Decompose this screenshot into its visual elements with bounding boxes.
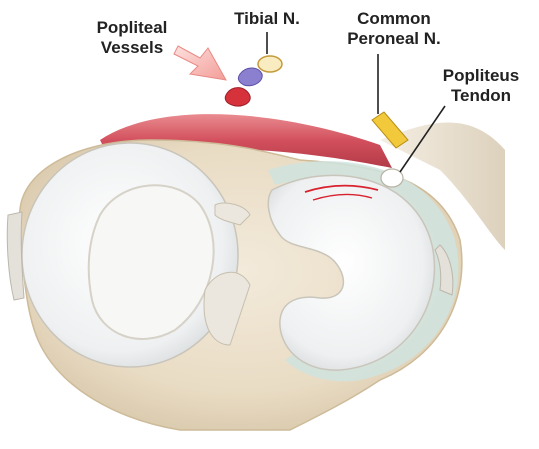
popliteus-tendon-label: Popliteus Tendon bbox=[430, 66, 532, 106]
tibial-nerve bbox=[257, 55, 283, 73]
common-peroneal-nerve bbox=[371, 111, 409, 149]
medial-meniscus bbox=[87, 184, 215, 340]
meniscus-tear-secondary bbox=[312, 193, 373, 201]
medial-ligament bbox=[6, 211, 25, 301]
popliteal-vessels-label-line1: Popliteal bbox=[96, 18, 168, 37]
popliteal-vein bbox=[237, 67, 263, 87]
popliteus-tendon-label-line2: Tendon bbox=[450, 86, 512, 105]
lateral-ligament bbox=[434, 244, 454, 296]
common-peroneal-nerve-label-line2: Peroneal N. bbox=[347, 29, 441, 48]
popliteal-vessels-label-line2: Vessels bbox=[100, 38, 164, 57]
popliteal-vessels-label: Popliteal Vessels bbox=[78, 18, 186, 58]
common-peroneal-nerve-label-line1: Common bbox=[357, 9, 431, 28]
popliteus-tendon-label-line1: Popliteus bbox=[442, 66, 520, 85]
cruciate-ligament-anterior bbox=[203, 271, 251, 346]
popliteus-tendon bbox=[380, 168, 404, 188]
meniscus-tear bbox=[304, 184, 379, 193]
tibial-nerve-label: Tibial N. bbox=[222, 9, 312, 29]
common-peroneal-nerve-label: Common Peroneal N. bbox=[330, 9, 458, 49]
cruciate-ligament-posterior bbox=[214, 202, 251, 226]
popliteal-artery bbox=[224, 87, 251, 107]
tibial-nerve-label-line1: Tibial N. bbox=[234, 9, 300, 28]
popliteal-arrow-icon bbox=[173, 45, 227, 81]
lateral-meniscus bbox=[267, 174, 436, 371]
popliteus-muscle bbox=[100, 114, 392, 168]
popliteus-tendon-leader bbox=[399, 105, 446, 173]
